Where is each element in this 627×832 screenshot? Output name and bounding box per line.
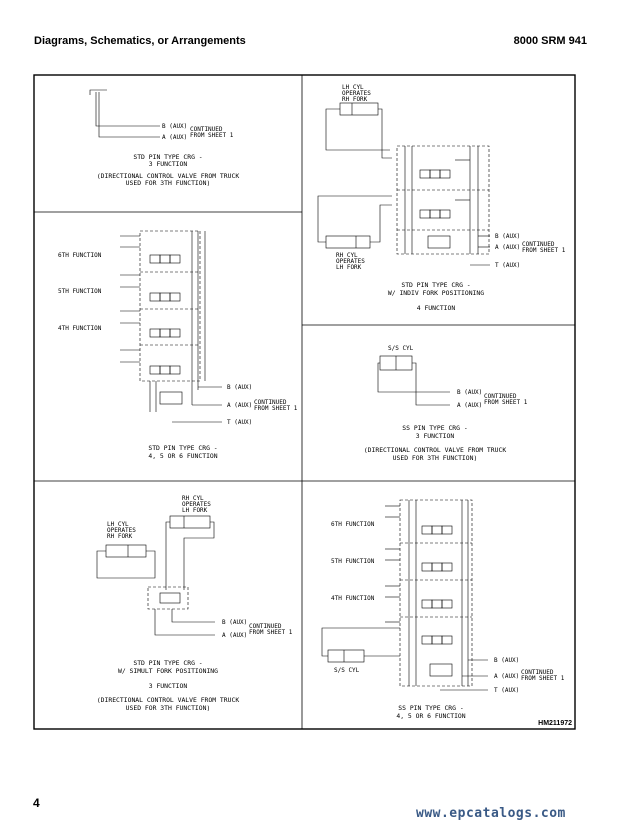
schematic-label: B (AUX): [222, 619, 247, 626]
schematic-label: B (AUX): [457, 389, 482, 396]
schematic-label: CONTINUED: [521, 669, 554, 676]
schematic-label: 4, 5 OR 6 FUNCTION: [148, 452, 217, 460]
figure-id: HM211972: [538, 720, 572, 727]
schematic-label: CONTINUED: [484, 393, 517, 400]
schematic-label: W/ SIMULT FORK POSITIONING: [118, 667, 218, 675]
schematic-label: A (AUX): [227, 402, 252, 409]
schematic-label: 4TH FUNCTION: [331, 595, 375, 602]
schematic-label: (DIRECTIONAL CONTROL VALVE FROM TRUCK: [364, 446, 507, 454]
schematic-label: USED FOR 3TH FUNCTION): [393, 454, 478, 462]
schematic-label: STD PIN TYPE CRG -: [133, 153, 202, 161]
schematic-label: OPERATES: [182, 501, 211, 508]
schematic-label: FROM SHEET 1: [522, 247, 566, 254]
schematic-label: OPERATES: [342, 90, 371, 97]
schematic-label: (DIRECTIONAL CONTROL VALVE FROM TRUCK: [97, 696, 240, 704]
schematic-label: FROM SHEET 1: [190, 132, 234, 139]
schematic-label: STD PIN TYPE CRG -: [148, 444, 217, 452]
schematic-label: T (AUX): [495, 262, 520, 269]
schematic-label: LH CYL: [107, 521, 129, 528]
schematic-label: USED FOR 3TH FUNCTION): [126, 179, 211, 187]
schematic-label: CONTINUED: [522, 241, 555, 248]
schematic-label: A (AUX): [162, 134, 187, 141]
panel-std-3-function: [89, 89, 160, 138]
schematic-label: RH FORK: [107, 533, 133, 540]
schematic-label: 5TH FUNCTION: [58, 288, 102, 295]
schematic-label: A (AUX): [457, 402, 482, 409]
schematic-label: FROM SHEET 1: [254, 405, 298, 412]
schematic-label: OPERATES: [107, 527, 136, 534]
schematic-label: 4, 5 OR 6 FUNCTION: [396, 712, 465, 720]
schematic-label: FROM SHEET 1: [484, 399, 528, 406]
schematic-label: LH FORK: [182, 507, 208, 514]
schematic-label: SS PIN TYPE CRG -: [398, 704, 463, 712]
schematic-label: B (AUX): [162, 123, 187, 130]
schematic-label: FROM SHEET 1: [249, 629, 293, 636]
schematic-label: LH CYL: [342, 84, 364, 91]
page-number: 4: [33, 796, 40, 810]
section-title: Diagrams, Schematics, or Arrangements: [34, 35, 246, 47]
schematic-label: 6TH FUNCTION: [58, 252, 102, 259]
schematic-label: S/S CYL: [388, 345, 414, 352]
schematic-label: W/ INDIV FORK POSITIONING: [388, 289, 484, 297]
schematic-label: 4 FUNCTION: [417, 304, 456, 312]
schematic-label: T (AUX): [494, 687, 519, 694]
schematic-label: FROM SHEET 1: [521, 675, 565, 682]
schematic-label: B (AUX): [494, 657, 519, 664]
panel-ss-456-function: [321, 499, 488, 691]
schematic-label: SS PIN TYPE CRG -: [402, 424, 467, 432]
schematic-label: 3 FUNCTION: [149, 682, 188, 690]
schematic-label: USED FOR 3TH FUNCTION): [126, 704, 211, 712]
schematic-label: 3 FUNCTION: [416, 432, 455, 440]
schematic-label: LH FORK: [336, 264, 362, 271]
schematic-label: (DIRECTIONAL CONTROL VALVE FROM TRUCK: [97, 172, 240, 180]
schematic-label: RH CYL: [182, 495, 204, 502]
schematic-label: 6TH FUNCTION: [331, 521, 375, 528]
schematic-label: CONTINUED: [254, 399, 287, 406]
schematic-label: B (AUX): [227, 384, 252, 391]
schematic-label: 4TH FUNCTION: [58, 325, 102, 332]
panel-std-456-function: [120, 230, 222, 423]
watermark: www.epcatalogs.com: [416, 806, 566, 821]
schematic-label: RH FORK: [342, 96, 368, 103]
schematic-label: S/S CYL: [334, 667, 360, 674]
schematic-label: A (AUX): [495, 244, 520, 251]
document-id: 8000 SRM 941: [513, 35, 587, 47]
schematic-label: STD PIN TYPE CRG -: [133, 659, 202, 667]
schematic-label: RH CYL: [336, 252, 358, 259]
panel-std-indiv-fork: [317, 102, 490, 266]
panel-ss-3-function: [377, 355, 450, 406]
schematic-label: STD PIN TYPE CRG -: [401, 281, 470, 289]
schematic-label: OPERATES: [336, 258, 365, 265]
panel-std-simult-fork: [96, 515, 215, 636]
schematic-label: T (AUX): [227, 419, 252, 426]
schematic-label: A (AUX): [494, 673, 519, 680]
schematic-label: 3 FUNCTION: [149, 160, 188, 168]
schematic-label: B (AUX): [495, 233, 520, 240]
schematic-label: A (AUX): [222, 632, 247, 639]
schematic-label: CONTINUED: [249, 623, 282, 630]
schematic-label: CONTINUED: [190, 126, 223, 133]
schematic-label: 5TH FUNCTION: [331, 558, 375, 565]
